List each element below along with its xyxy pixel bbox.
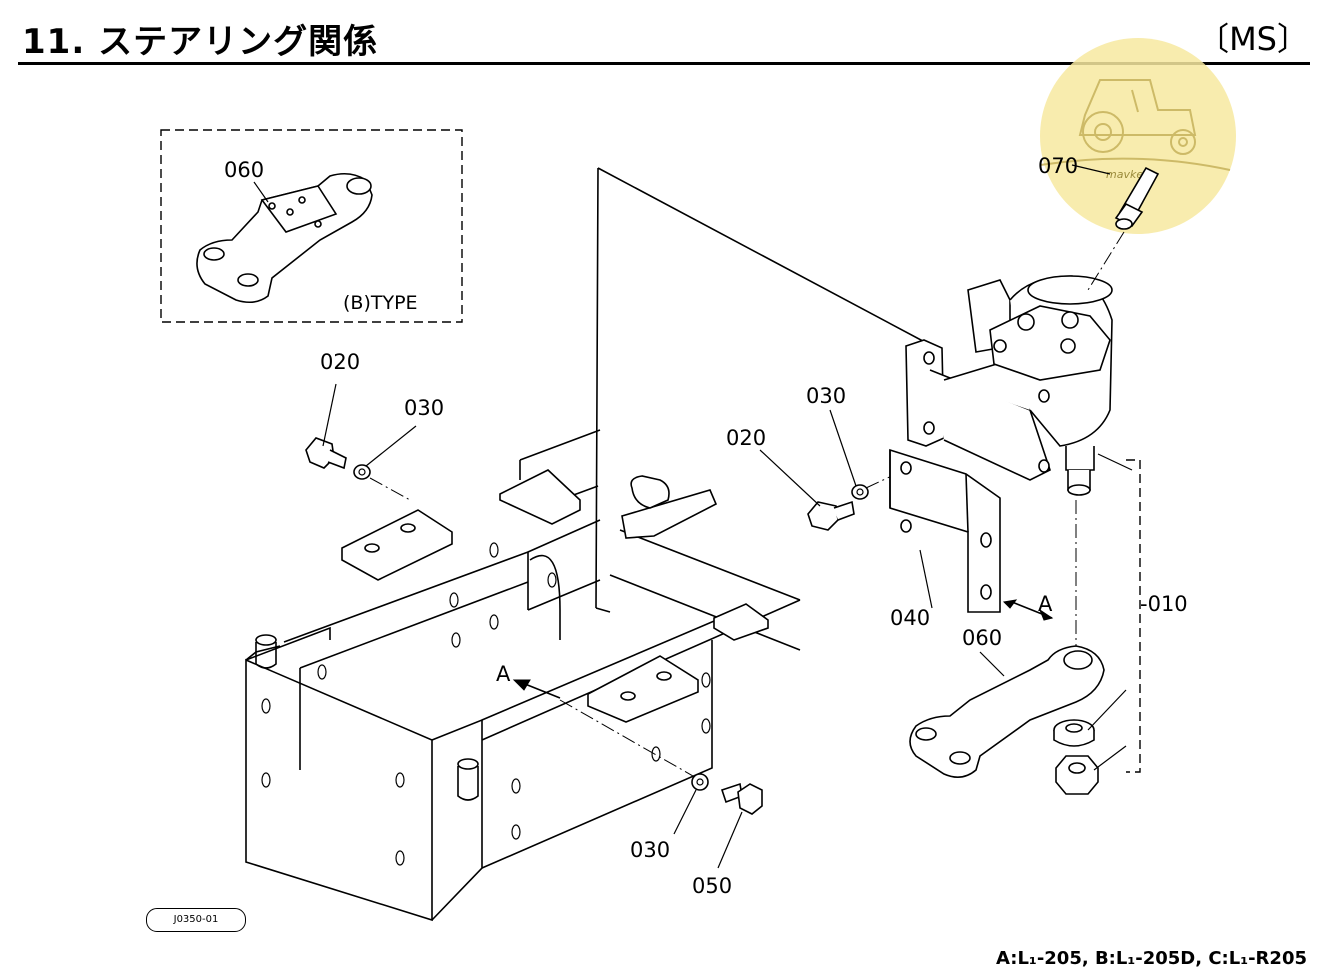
pitman-arm-060: [909, 645, 1105, 778]
inset-callout-060: 060: [224, 158, 265, 182]
assembly-010-bracket: [1126, 459, 1141, 773]
arrow-A-left: [512, 679, 561, 699]
image-id-badge: J0350-01: [146, 908, 246, 932]
frame-bracket-lower: [587, 655, 699, 723]
frame-bracket-mid: [499, 469, 581, 525]
callout-030-left: 030: [404, 396, 445, 420]
frame-bracket-left: [341, 509, 453, 581]
page-title: 11. ステアリング関係: [22, 22, 379, 62]
callout-030-mid: 030: [806, 384, 847, 408]
callout-010: -010: [1140, 592, 1188, 616]
callout-020-left: 020: [320, 350, 361, 374]
watermark-text: mavke: [1106, 168, 1144, 181]
frame-bracket-right: [713, 603, 769, 641]
section-plane: [595, 167, 937, 609]
callout-020-mid: 020: [726, 426, 767, 450]
model-code: 〔MS〕: [1197, 20, 1309, 58]
callout-030-bottom: 030: [630, 838, 671, 862]
callout-060: 060: [962, 626, 1003, 650]
washer-030-bottom: [691, 773, 709, 791]
model-footnote: A:L₁-205, B:L₁-205D, C:L₁-R205: [996, 948, 1307, 969]
tractor-icon: [1039, 79, 1231, 171]
callout-040: 040: [890, 606, 931, 630]
callout-070: 070: [1038, 154, 1079, 178]
washer-030-mid: [851, 484, 869, 500]
castle-nut: [1055, 755, 1099, 795]
inset-pitman-arm: [196, 172, 373, 304]
bracket-040: [889, 448, 1001, 613]
bolt-020-mid: [807, 500, 855, 531]
frame-hook: [621, 475, 718, 539]
input-shaft-070: [1114, 166, 1160, 230]
arrow-A-right: [1002, 599, 1054, 621]
arrow-label-A-right: A: [1038, 592, 1053, 616]
steering-gearbox: [905, 275, 1113, 496]
title-rule: [18, 62, 1310, 65]
inset-frame: [160, 129, 463, 323]
lock-washer: [1053, 719, 1095, 747]
washer-030-left: [353, 464, 371, 480]
bolt-020-left: [305, 437, 347, 470]
inset-type-label: (B)TYPE: [343, 292, 418, 314]
bolt-050: [720, 782, 763, 815]
callout-050: 050: [692, 874, 733, 898]
arrow-label-A-left: A: [496, 662, 511, 686]
